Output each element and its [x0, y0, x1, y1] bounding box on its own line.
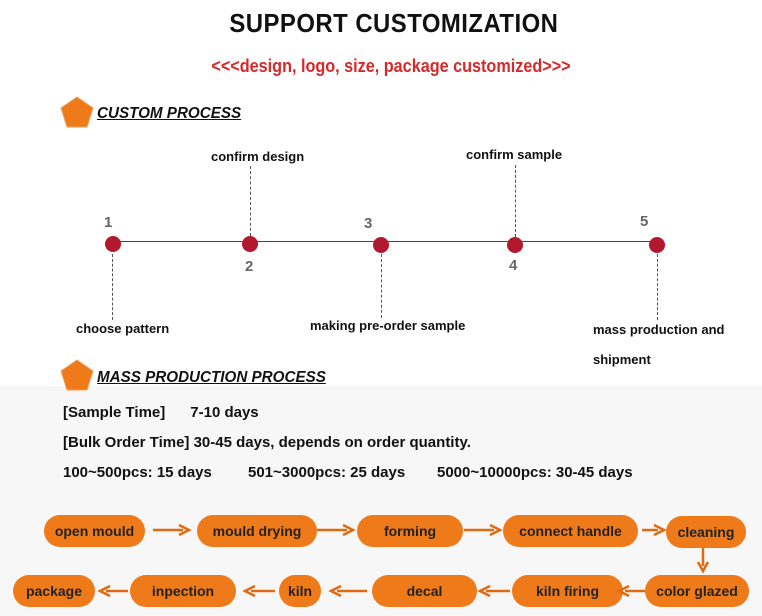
quantity-tier-2: 501~3000pcs: 25 days — [248, 464, 406, 481]
arrow-left-icon — [242, 584, 275, 598]
bulk-order-time-text: [Bulk Order Time] 30-45 days, depends on… — [63, 434, 471, 451]
timeline-dot-5 — [649, 237, 665, 253]
timeline-connector-3 — [381, 254, 382, 318]
timeline-dot-1 — [105, 236, 121, 252]
step-number-1: 1 — [104, 214, 113, 231]
arrow-right-icon — [464, 523, 503, 537]
flow-step-mould-drying: mould drying — [197, 515, 317, 547]
flow-step-inpection: inpection — [130, 575, 236, 607]
timeline-dot-2 — [242, 236, 258, 252]
step-label-4: confirm sample — [466, 147, 563, 162]
timeline-connector-1 — [112, 254, 113, 320]
flow-step-cleaning: cleaning — [666, 516, 746, 548]
timeline-connector-5 — [657, 254, 658, 320]
step-label-2: confirm design — [211, 149, 305, 164]
step-label-3: making pre-order sample — [310, 318, 466, 333]
arrow-right-icon — [153, 523, 192, 537]
flow-step-forming: forming — [357, 515, 463, 547]
arrow-left-icon — [616, 584, 645, 598]
quantity-tier-1: 100~500pcs: 15 days — [63, 464, 212, 481]
step-label-5-line2: shipment — [593, 352, 651, 367]
custom-process-heading: CUSTOM PROCESS — [97, 105, 242, 122]
step-number-5: 5 — [640, 213, 649, 230]
timeline-connector-4 — [515, 165, 516, 237]
timeline-dot-3 — [373, 237, 389, 253]
step-label-1: choose pattern — [76, 321, 170, 336]
arrow-right-icon — [642, 523, 667, 537]
timeline-connector-2 — [250, 166, 251, 236]
quantity-tier-3: 5000~10000pcs: 30-45 days — [437, 464, 633, 481]
step-number-2: 2 — [245, 258, 254, 275]
page-subtitle: <<<design, logo, size, package customize… — [211, 56, 571, 76]
step-number-3: 3 — [364, 215, 373, 232]
flow-step-connect-handle: connect handle — [503, 515, 638, 547]
flow-step-color-glazed: color glazed — [645, 575, 749, 607]
sample-time-text: [Sample Time] 7-10 days — [63, 404, 259, 421]
page-title: SUPPORT CUSTOMIZATION — [229, 8, 559, 38]
flow-step-open-mould: open mould — [44, 515, 145, 547]
timeline-dot-4 — [507, 237, 523, 253]
arrow-left-icon — [328, 584, 367, 598]
arrow-right-icon — [317, 523, 356, 537]
flow-step-kiln: kiln — [279, 575, 321, 607]
step-number-4: 4 — [509, 257, 518, 274]
flow-step-package: package — [13, 575, 95, 607]
arrow-left-icon — [477, 584, 510, 598]
flow-step-kiln-firing: kiln firing — [512, 575, 623, 607]
pentagon-icon — [60, 359, 94, 391]
pentagon-icon — [60, 96, 94, 128]
arrow-down-icon — [696, 548, 710, 574]
step-label-5-line1: mass production and — [593, 322, 725, 337]
flow-step-decal: decal — [372, 575, 477, 607]
mass-production-heading: MASS PRODUCTION PROCESS — [97, 369, 326, 386]
arrow-left-icon — [97, 584, 128, 598]
